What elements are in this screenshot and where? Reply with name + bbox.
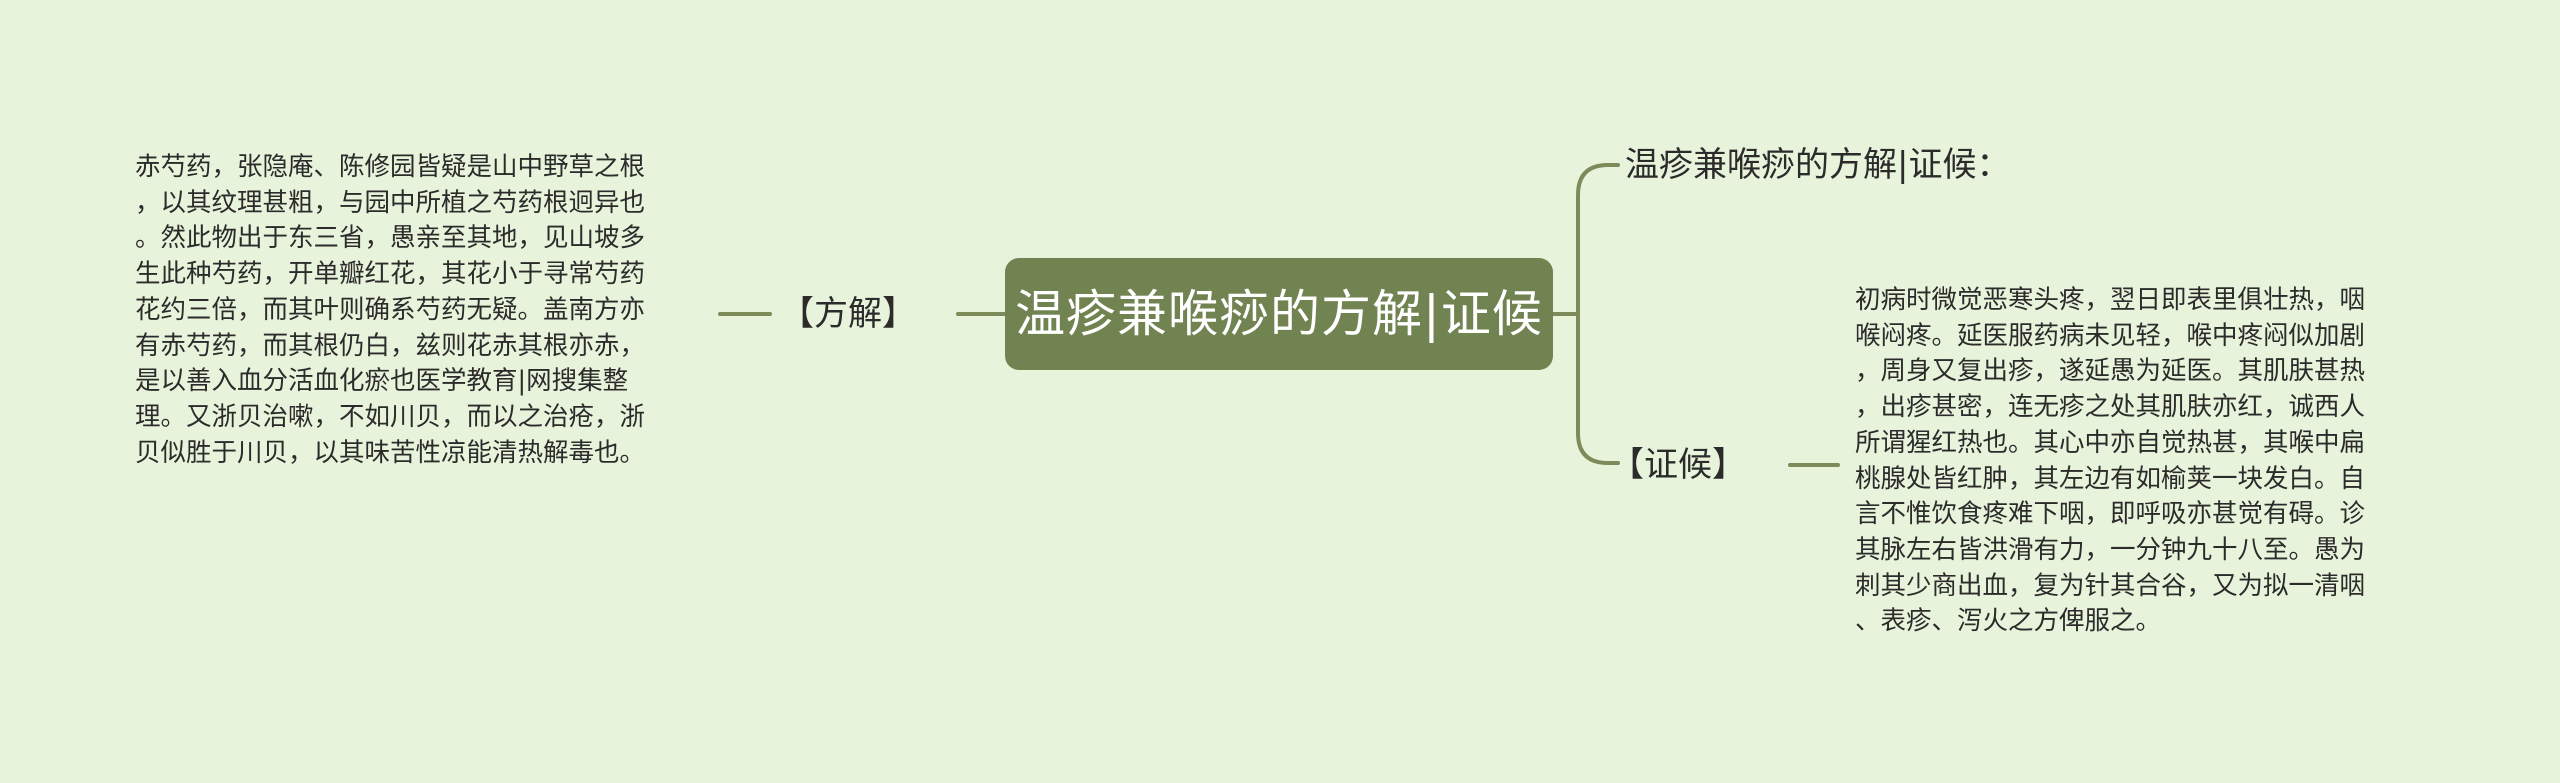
leaf-line: ，周身又复出疹，遂延愚为延医。其肌肤甚热: [1855, 356, 2366, 387]
branch-zhenghou[interactable]: 【证候】: [1610, 445, 1746, 485]
leaf-line: 花约三倍，而其叶则确系芍药无疑。盖南方亦: [135, 294, 646, 325]
leaf-line: 刺其少商出血，复为针其合谷，又为拟一清咽: [1855, 570, 2366, 601]
leaf-line: 初病时微觉恶寒头疼，翌日即表里俱壮热，咽: [1855, 285, 2366, 315]
leaf-line: 生此种芍药，开单瓣红花，其花小于寻常芍药: [135, 259, 646, 290]
branch-title-fangjie-zhenghou[interactable]: 温疹兼喉痧的方解|证候：: [1625, 145, 2011, 185]
leaf-zhenghou-text: 初病时微觉恶寒头疼，翌日即表里俱壮热，咽 喉闷疼。延医服药病未见轻，喉中疼闷似加…: [1855, 283, 2365, 640]
leaf-line: 桃腺处皆红肿，其左边有如榆荚一块发白。自: [1855, 463, 2366, 494]
edge-root-to-right-branches: [1551, 163, 1620, 465]
leaf-line: 贝似胜于川贝，以其味苦性凉能清热解毒也。: [135, 437, 646, 468]
leaf-line: 喉闷疼。延医服药病未见轻，喉中疼闷似加剧: [1855, 320, 2366, 351]
leaf-line: 是以善入血分活血化瘀也医学教育|网搜集整: [135, 366, 629, 397]
leaf-line: 言不惟饮食疼难下咽，即呼吸亦甚觉有碍。诊: [1855, 499, 2366, 530]
leaf-line: 所谓猩红热也。其心中亦自觉热甚，其喉中扁: [1855, 427, 2366, 458]
leaf-line: ，出疹甚密，连无疹之处其肌肤亦红，诚西人: [1855, 392, 2366, 423]
leaf-line: 。然此物出于东三省，愚亲至其地，见山坡多: [135, 223, 646, 254]
leaf-line: 理。又浙贝治嗽，不如川贝，而以之治疮，浙: [135, 401, 646, 432]
leaf-line: 有赤芍药，而其根仍白，兹则花赤其根亦赤，: [135, 330, 646, 361]
leaf-line: 赤芍药，张隐庵、陈修园皆疑是山中野草之根: [135, 152, 646, 182]
leaf-fangjie-text: 赤芍药，张隐庵、陈修园皆疑是山中野草之根 ，以其纹理甚粗，与园中所植之芍药根迥异…: [135, 150, 645, 471]
leaf-line: 其脉左右皆洪滑有力，一分钟九十八至。愚为: [1855, 534, 2366, 565]
leaf-line: 、表疹、泻火之方俾服之。: [1855, 606, 2162, 637]
root-topic-node[interactable]: 温疹兼喉痧的方解|证候: [1005, 258, 1553, 370]
leaf-line: ，以其纹理甚粗，与园中所植之芍药根迥异也: [135, 187, 646, 218]
branch-fangjie[interactable]: 【方解】: [780, 294, 916, 334]
